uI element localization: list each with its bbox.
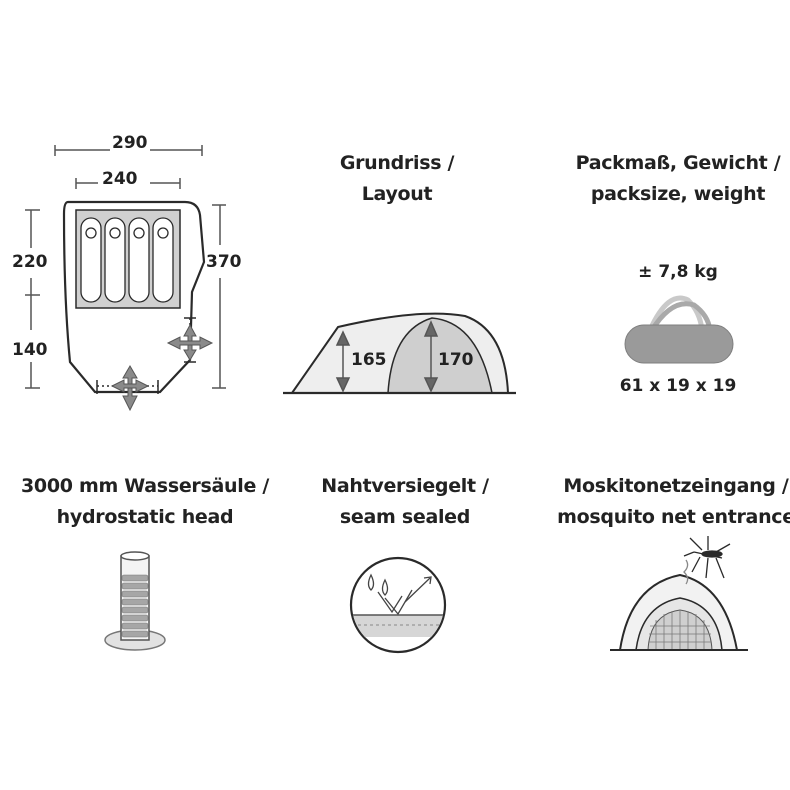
dim-label-vestibule: 140	[12, 340, 48, 360]
mosquito-net-icon	[610, 536, 748, 651]
pack-caption: Packmaß, Gewicht / packsize, weight	[576, 148, 781, 210]
hydrostatic-caption-line1: 3000 mm Wassersäule /	[21, 475, 269, 497]
water-column-icon	[104, 551, 166, 651]
pack-caption-line2: packsize, weight	[590, 183, 766, 205]
seam-sealed-icon	[349, 556, 447, 654]
pack-caption-line1: Packmaß, Gewicht /	[575, 152, 781, 174]
layout-diagram	[283, 312, 516, 395]
pack-weight: ± 7,8 kg	[638, 262, 718, 282]
dim-line-290	[54, 145, 203, 156]
seams-caption: Nahtversiegelt / seam sealed	[321, 471, 489, 533]
dim-label-depth-inner: 220	[12, 252, 48, 272]
layout-caption: Grundriss / Layout	[339, 148, 455, 210]
layout-caption-line1: Grundriss /	[339, 152, 455, 174]
mosquito-caption-line1: Moskitonetzeingang /	[563, 475, 789, 497]
sleeping-bags	[80, 217, 174, 303]
dim-line-left	[25, 209, 40, 389]
floorplan-tent	[62, 200, 214, 412]
hydrostatic-caption: 3000 mm Wassersäule / hydrostatic head	[21, 471, 269, 533]
hydrostatic-caption-line2: hydrostatic head	[56, 506, 234, 528]
height-arrow-165	[335, 330, 351, 393]
layout-caption-line2: Layout	[361, 183, 433, 205]
dim-label-depth-total: 370	[206, 252, 242, 272]
dim-line-240	[75, 178, 181, 189]
dim-label-width-inner: 240	[102, 169, 138, 189]
seams-caption-line1: Nahtversiegelt /	[321, 475, 489, 497]
mosquito-icon	[683, 536, 731, 585]
height-label-170: 170	[438, 350, 474, 370]
dim-label-width-outer: 290	[112, 133, 148, 153]
mosquito-caption-line2: mosquito net entrance	[557, 506, 790, 528]
mosquito-caption: Moskitonetzeingang / mosquito net entran…	[557, 471, 790, 533]
dim-line-right	[212, 204, 226, 389]
move-arrows-side-icon	[166, 323, 214, 361]
seams-caption-line2: seam sealed	[339, 506, 471, 528]
height-label-165: 165	[351, 350, 387, 370]
height-arrow-170	[423, 320, 439, 393]
pack-size: 61 x 19 x 19	[619, 376, 737, 396]
tent-profile-inner	[387, 317, 493, 394]
packbag-icon	[624, 295, 734, 364]
floorplan-diagram	[25, 145, 226, 389]
move-arrows-icon	[110, 365, 150, 412]
